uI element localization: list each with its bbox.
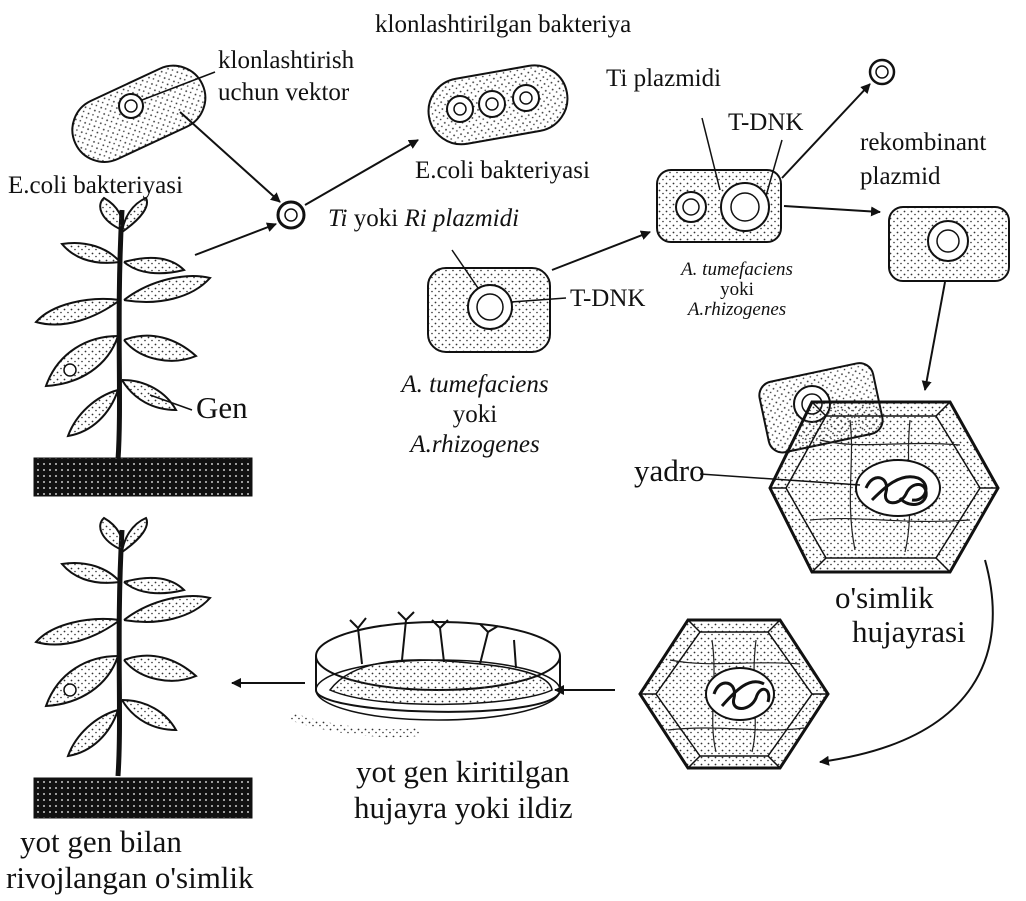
plant-with-gene [34, 198, 252, 496]
agrobacterium-double-plasmid [657, 118, 782, 242]
label-ti-plasmid: Ti plazmidi [606, 66, 721, 92]
petri-dish-with-calli [290, 612, 560, 733]
label-plant-cell-2: hujayrasi [852, 616, 966, 649]
label-ri-plasmid: Ri plazmidi [404, 205, 519, 232]
ecoli-bacterium-with-vector [62, 55, 216, 172]
label-ecoli-left: E.coli bakteriyasi [8, 173, 183, 199]
arrow-to-recombinant [784, 206, 880, 212]
label-yadro: yadro [634, 455, 705, 488]
plant-cell-lower [640, 620, 828, 768]
label-agro-small-line3: A.rhizogenes [672, 300, 802, 320]
label-gen: Gen [196, 392, 248, 425]
arrow-plant-to-plasmid [195, 224, 276, 255]
label-ti-or-ri: Ti yoki Ri plazmidi [328, 206, 519, 232]
label-foreign-gene-cell-1: yot gen kiritilgan [356, 756, 570, 789]
label-agro-large-line2: yoki [380, 400, 570, 430]
arrow-plasmid-to-ecoli [305, 140, 418, 205]
label-tdnk-top: T-DNK [728, 110, 803, 136]
label-agro-small-line1: A. tumefaciens [672, 260, 802, 280]
label-agro-large-line3: A.rhizogenes [380, 430, 570, 460]
recombinant-bacterium [889, 207, 1009, 281]
label-yoki: yoki [347, 205, 404, 232]
label-result-plant-1: yot gen bilan [20, 826, 182, 859]
arrow-agro-to-double [552, 232, 650, 270]
label-agro-large: A. tumefaciens yoki A.rhizogenes [380, 370, 570, 460]
label-cloned-bacterium: klonlashtirilgan bakteriya [375, 12, 631, 38]
label-cloning-vector-1: klonlashtirish [218, 48, 354, 74]
label-tdnk-mid: T-DNK [570, 286, 645, 312]
label-agro-small: A. tumefaciens yoki A.rhizogenes [672, 260, 802, 320]
label-agro-small-line2: yoki [672, 280, 802, 300]
agrobacterium-with-ti-plasmid [428, 250, 566, 352]
label-agro-large-line1: A. tumefaciens [380, 370, 570, 400]
label-ecoli-center: E.coli bakteriyasi [415, 158, 590, 184]
arrow-vector-to-plasmid [180, 112, 280, 202]
label-foreign-gene-cell-2: hujayra yoki ildiz [354, 792, 573, 825]
cloned-bacterium [423, 60, 572, 149]
transgenic-plant [34, 518, 252, 818]
label-recombinant-1: rekombinant [860, 130, 986, 156]
plasmid-ring [278, 202, 304, 228]
released-plasmid [870, 60, 894, 84]
arrow-recombinant-to-cell [925, 282, 945, 390]
label-result-plant-2: rivojlangan o'simlik [6, 862, 254, 895]
plant-cell-upper [700, 402, 998, 572]
label-cloning-vector-2: uchun vektor [218, 80, 349, 106]
label-plant-cell-1: o'simlik [835, 582, 934, 615]
label-recombinant-2: plazmid [860, 164, 941, 190]
label-ti: Ti [328, 205, 347, 232]
